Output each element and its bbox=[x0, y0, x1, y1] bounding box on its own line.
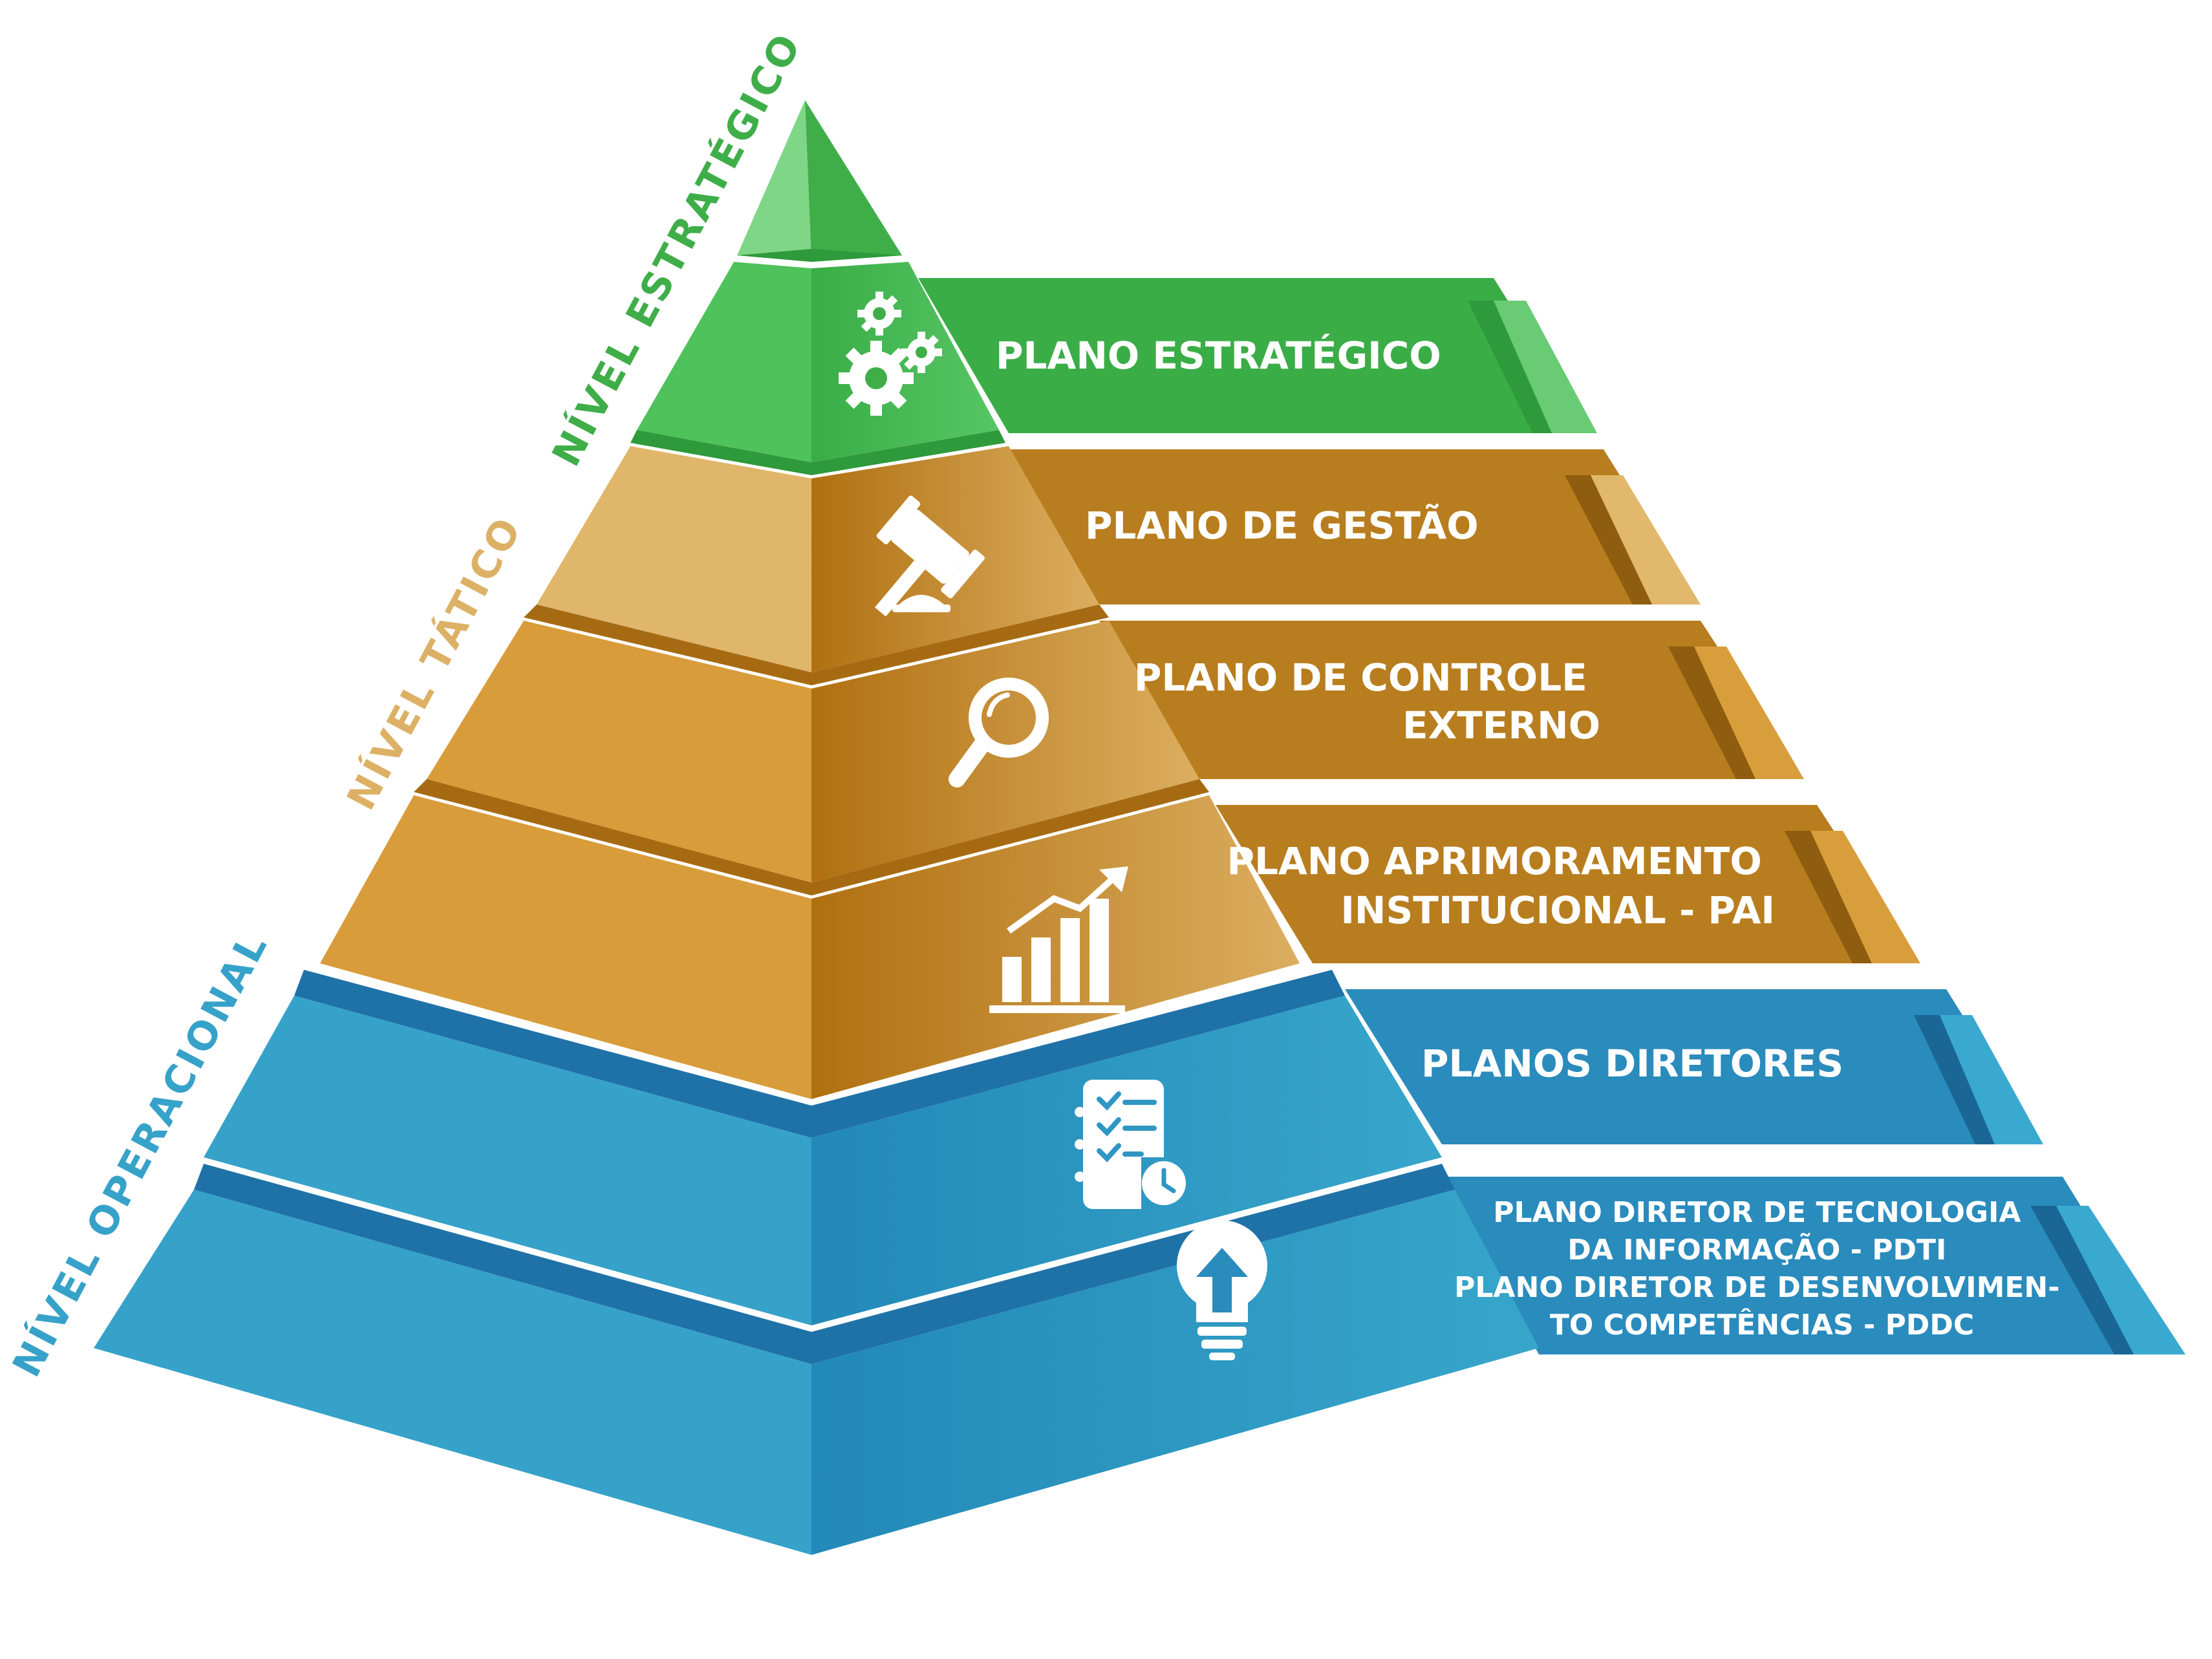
plan-label-gestao: PLANO DE GESTÃO bbox=[1085, 503, 1479, 548]
plan-label-planos-diretores: PLANOS DIRETORES bbox=[1421, 1042, 1843, 1086]
checklist-icon bbox=[1075, 1080, 1186, 1209]
gears-icon bbox=[839, 292, 942, 416]
magnifier-icon bbox=[949, 678, 1049, 787]
lightbulb-upload-icon bbox=[1177, 1220, 1268, 1360]
growth-chart-icon bbox=[989, 866, 1128, 1013]
plan-label-estrategico: PLANO ESTRATÉGICO bbox=[996, 333, 1441, 378]
ribbon-plano-gestao bbox=[1009, 449, 1701, 605]
ribbon-plano-aprimoramento bbox=[1216, 805, 1920, 963]
ribbon-plano-controle bbox=[1099, 621, 1804, 779]
pyramid-tier-operacional-2 bbox=[94, 1164, 1539, 1555]
ribbon-planos-diretores bbox=[1345, 989, 2043, 1144]
plan-label-controle-externo: PLANO DE CONTROLE EXTERNO bbox=[1134, 656, 1600, 747]
gavel-icon bbox=[875, 495, 985, 617]
pyramid-tip bbox=[737, 100, 902, 262]
plan-label-pdti-pddc: PLANO DIRETOR DE TECNOLOGIA DA INFORMAÇÃ… bbox=[1454, 1196, 2070, 1342]
plan-label-aprimoramento: PLANO APRIMORAMENTO INSTITUCIONAL - PAI bbox=[1227, 839, 1775, 932]
pyramid-tier-tatico-3 bbox=[320, 795, 1300, 1099]
ribbon-plano-diretor-ti-competencias bbox=[1442, 1177, 2185, 1354]
ribbon-plano-estrategico bbox=[918, 278, 1597, 433]
